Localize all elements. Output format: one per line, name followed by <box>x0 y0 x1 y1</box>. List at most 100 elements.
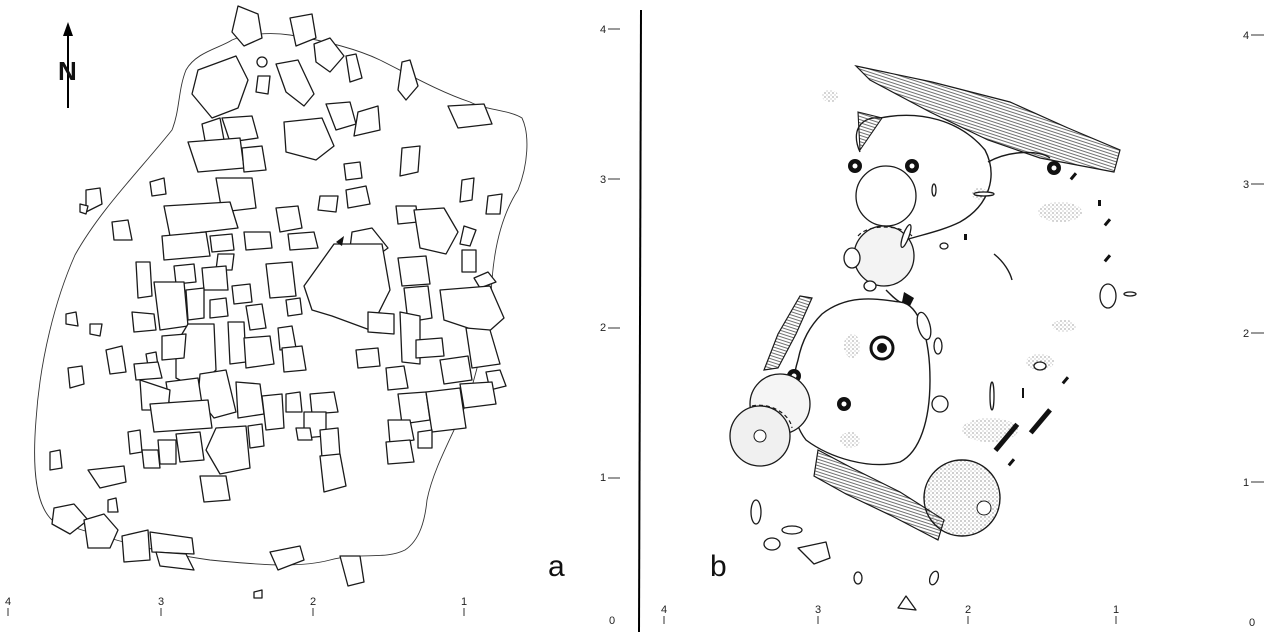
timber-bottom <box>813 449 945 541</box>
stone <box>317 195 339 213</box>
stone <box>83 513 119 549</box>
stone <box>275 205 303 233</box>
stone <box>155 551 195 571</box>
stone <box>309 391 339 415</box>
stone <box>153 281 189 331</box>
stone <box>447 103 493 129</box>
stone <box>319 453 347 493</box>
stone <box>89 323 103 337</box>
stone <box>319 427 341 459</box>
stone <box>87 465 127 489</box>
scale-a-x: 4 3 2 1 0 <box>5 596 615 627</box>
stone <box>243 231 273 251</box>
tick-label: 4 <box>600 24 606 36</box>
stone <box>473 271 497 289</box>
stone <box>255 75 271 95</box>
stone <box>283 117 335 161</box>
stone <box>485 193 503 215</box>
right-arc <box>987 151 1051 163</box>
stone <box>397 255 431 287</box>
stone <box>287 231 319 251</box>
stone <box>425 387 467 433</box>
stone <box>285 297 303 317</box>
tick-label: 2 <box>965 604 971 616</box>
stone <box>417 429 433 449</box>
scale-a-y: 4 3 2 1 <box>600 24 620 484</box>
cairn-outline <box>34 33 528 566</box>
panel-a-label: a <box>548 550 565 583</box>
stone <box>439 285 505 335</box>
panel-b-label: b <box>710 550 727 583</box>
timber-left <box>763 295 813 371</box>
stone <box>465 327 501 369</box>
stone <box>345 185 371 209</box>
stone <box>343 161 363 181</box>
tick-label: 3 <box>1243 179 1249 191</box>
stone <box>149 531 195 555</box>
tick-label: 1 <box>461 596 467 608</box>
stone <box>415 337 445 359</box>
stone <box>243 335 275 369</box>
stone <box>79 203 89 215</box>
stone <box>141 449 161 469</box>
tick-label: 2 <box>600 322 606 334</box>
stone <box>241 145 267 173</box>
burnt-stone <box>336 236 344 246</box>
stone <box>459 381 497 409</box>
tick-label: 1 <box>600 472 606 484</box>
stone <box>399 145 421 177</box>
right-arc-lower <box>993 253 1013 281</box>
tick-label: 4 <box>1243 30 1249 42</box>
scale-b-y: 4 3 2 1 <box>1243 30 1264 489</box>
tick-label: 3 <box>600 174 606 186</box>
panel-b: b <box>710 64 1137 611</box>
corner-hatch <box>857 111 883 152</box>
stone <box>403 285 433 323</box>
stone <box>231 283 253 305</box>
stone <box>339 555 365 587</box>
stone <box>133 361 163 381</box>
stone <box>161 231 211 261</box>
stone <box>461 249 477 273</box>
panel-a: N <box>34 5 565 599</box>
stone <box>235 381 265 419</box>
timber-top <box>854 64 1121 173</box>
stone <box>105 345 127 375</box>
stone <box>121 529 151 563</box>
lower-pit-outline <box>792 298 931 466</box>
scale-bars: 4 3 2 1 0 4 3 2 1 4 3 2 <box>5 24 1264 629</box>
stone <box>149 399 213 433</box>
stone <box>131 311 157 333</box>
tick-label: 0 <box>609 615 615 627</box>
panel-divider <box>638 9 642 633</box>
tick-label: 3 <box>815 604 821 616</box>
tick-label: 1 <box>1113 604 1119 616</box>
circle-pit-stippled <box>923 459 1001 537</box>
stone <box>111 219 133 241</box>
stone <box>231 5 263 47</box>
stone <box>185 287 205 321</box>
stone <box>281 345 307 373</box>
stone <box>163 201 239 237</box>
stone <box>413 207 459 255</box>
stone <box>253 589 263 599</box>
stone <box>399 311 421 365</box>
tick-label: 2 <box>1243 328 1249 340</box>
tick-label: 4 <box>5 596 11 608</box>
circle-pit <box>855 165 917 227</box>
stone <box>149 177 167 197</box>
small-finds <box>750 172 1137 611</box>
stones-group <box>49 5 507 599</box>
stone <box>269 545 305 571</box>
stone <box>325 101 357 131</box>
stone <box>209 297 229 319</box>
stone <box>385 439 415 465</box>
stone <box>295 427 313 441</box>
stone <box>161 333 187 361</box>
stone <box>157 439 177 465</box>
stone <box>247 423 265 449</box>
stone <box>209 233 235 253</box>
postholes <box>787 159 1061 411</box>
stone <box>175 431 205 463</box>
stone <box>353 105 381 137</box>
